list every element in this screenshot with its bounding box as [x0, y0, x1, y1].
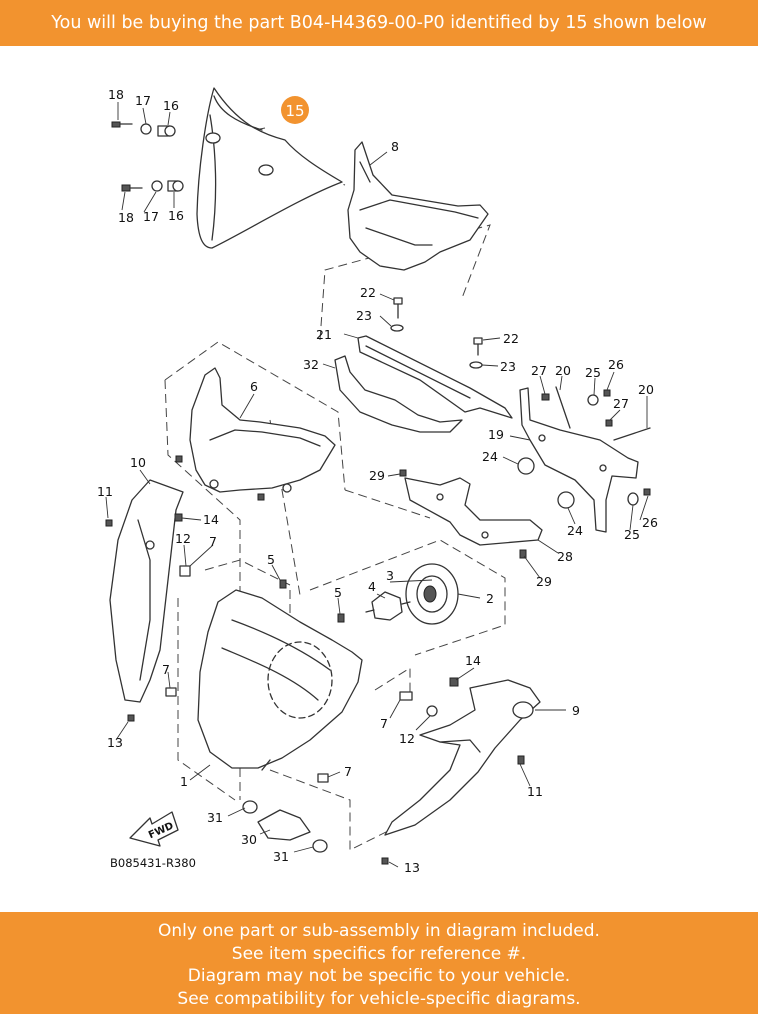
screws-18-17-16-upper	[111, 121, 176, 137]
diagram-reference: B085431-R380	[110, 856, 196, 870]
fwd-arrow-icon: FWD	[129, 811, 179, 847]
footer-line: Only one part or sub-assembly in diagram…	[158, 921, 600, 941]
part-notice: You will be buying the part B04-H4369-00…	[51, 13, 707, 33]
bushings-24	[517, 457, 575, 509]
side-cover-part-9	[317, 677, 541, 865]
callout-25: 25	[585, 365, 601, 380]
footer-line: See compatibility for vehicle-specific d…	[177, 988, 581, 1009]
callout-12: 12	[175, 531, 191, 546]
callout-20: 20	[638, 382, 654, 397]
top-banner: You will be buying the part B04-H4369-00…	[0, 0, 758, 46]
footer-line: See item specifics for reference #.	[231, 943, 527, 964]
callout-14: 14	[465, 653, 481, 668]
stay-part-21	[357, 335, 513, 419]
callout-7: 7	[380, 716, 388, 731]
headlight-bulb-part-3	[405, 563, 459, 625]
callout-29: 29	[536, 574, 552, 589]
callout-6: 6	[250, 379, 258, 394]
callout-17: 17	[135, 93, 151, 108]
callout-18: 18	[118, 210, 134, 225]
callout-13: 13	[107, 735, 123, 750]
callout-2: 2	[486, 591, 494, 606]
callout-11: 11	[97, 484, 113, 499]
highlight-label: 15	[285, 102, 304, 120]
highlight-marker-15[interactable]: 15	[281, 96, 309, 124]
callout-numbers: 18 17 16 18 17 16 8 22 23 22 23 21 32 6 …	[97, 87, 658, 875]
callout-32: 32	[303, 357, 319, 372]
callout-8: 8	[391, 139, 399, 154]
callout-23: 23	[500, 359, 516, 374]
side-cover-part-10	[105, 479, 191, 722]
stay-part-28	[399, 469, 543, 559]
callout-24: 24	[567, 523, 583, 538]
callout-13: 13	[404, 860, 420, 875]
windscreen-part-15[interactable]	[196, 87, 343, 249]
callout-26: 26	[608, 357, 624, 372]
callout-11: 11	[527, 784, 543, 799]
upper-cover-part-8[interactable]	[347, 141, 489, 271]
callout-30: 30	[241, 832, 257, 847]
callout-25: 25	[624, 527, 640, 542]
callout-9: 9	[572, 703, 580, 718]
callout-7: 7	[209, 534, 217, 549]
callout-12: 12	[399, 731, 415, 746]
callout-29: 29	[369, 468, 385, 483]
callout-7: 7	[344, 764, 352, 779]
callout-27: 27	[613, 396, 629, 411]
inner-panel-part-6	[175, 367, 336, 501]
callout-20: 20	[555, 363, 571, 378]
callout-10: 10	[130, 455, 146, 470]
callout-19: 19	[488, 427, 504, 442]
highlight-badge	[281, 96, 309, 124]
callout-7: 7	[162, 662, 170, 677]
callout-16: 16	[168, 208, 184, 223]
callout-31: 31	[273, 849, 289, 864]
screws-18-17-16-lower	[121, 180, 184, 192]
callout-22: 22	[503, 331, 519, 346]
callout-16: 16	[163, 98, 179, 113]
bolts-rods-20-25-26-27	[541, 386, 651, 506]
callout-27: 27	[531, 363, 547, 378]
bracket-part-32	[334, 355, 463, 433]
callout-5: 5	[334, 585, 342, 600]
callout-31: 31	[207, 810, 223, 825]
callout-22: 22	[360, 285, 376, 300]
callout-1: 1	[180, 774, 188, 789]
callout-21: 21	[316, 327, 332, 342]
callout-23: 23	[356, 308, 372, 323]
callout-4: 4	[368, 579, 376, 594]
callout-14: 14	[203, 512, 219, 527]
headlight-housing-part-1	[197, 579, 363, 771]
callout-leaders	[105, 102, 649, 868]
bracket-part-19	[519, 387, 639, 533]
footer-line: Diagram may not be specific to your vehi…	[187, 966, 571, 986]
callout-26: 26	[642, 515, 658, 530]
callout-24: 24	[482, 449, 498, 464]
callout-17: 17	[143, 209, 159, 224]
callout-3: 3	[386, 568, 394, 583]
callout-28: 28	[557, 549, 573, 564]
bulb-socket-part-4	[365, 591, 411, 621]
bracket-part-30	[242, 800, 328, 853]
callout-5: 5	[267, 552, 275, 567]
parts-diagram: FWD	[97, 87, 658, 875]
bottom-banner: Only one part or sub-assembly in diagram…	[0, 912, 758, 1014]
callout-18: 18	[108, 87, 124, 102]
